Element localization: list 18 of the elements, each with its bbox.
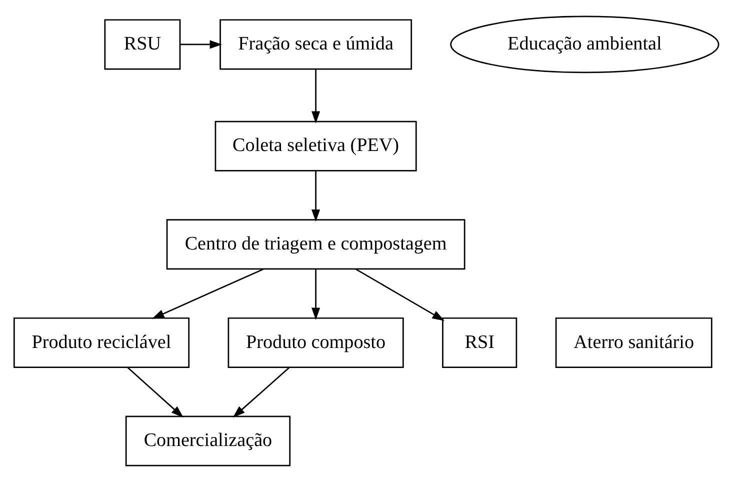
arrow (152, 268, 264, 318)
node-box: Centro de triagem e compostagem (166, 218, 466, 270)
node-box: RSI (442, 316, 518, 368)
node-box: Produto reciclável (13, 316, 190, 368)
node-box: RSU (104, 18, 181, 70)
arrow (127, 366, 184, 418)
node-box: Coleta seletiva (PEV) (214, 120, 417, 171)
node-ellipse: Educação ambiental (450, 15, 720, 73)
arrow (232, 366, 290, 418)
node-box: Aterro sanitário (555, 316, 712, 368)
arrow (312, 68, 320, 124)
arrow (356, 268, 445, 320)
arrow (312, 268, 320, 320)
node-box: Comercialização (125, 415, 291, 466)
node-box: Produto composto (228, 316, 404, 368)
arrow (312, 170, 320, 222)
arrow (180, 40, 222, 48)
node-box: Fração seca e úmida (220, 18, 412, 70)
